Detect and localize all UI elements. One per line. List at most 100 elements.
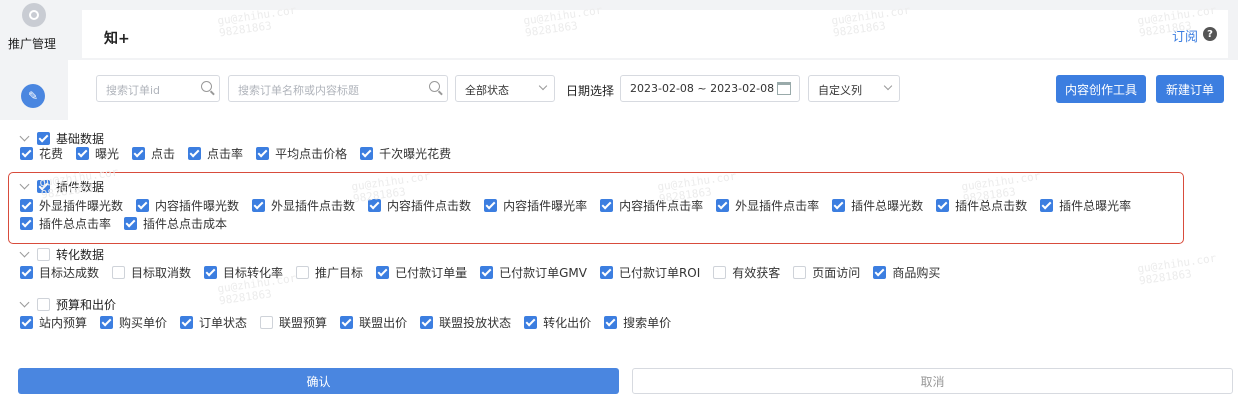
- column-checkbox-item[interactable]: 曝光: [76, 145, 119, 162]
- checkbox-icon[interactable]: [599, 266, 613, 279]
- order-id-search-input[interactable]: 搜索订单id: [96, 75, 220, 102]
- group-checkbox[interactable]: [37, 180, 50, 193]
- column-checkbox-item[interactable]: 目标达成数: [20, 264, 99, 281]
- chevron-down-icon[interactable]: [19, 297, 30, 308]
- checkbox-icon[interactable]: [604, 316, 618, 329]
- group-header[interactable]: 预算和出价: [18, 296, 116, 313]
- column-checkbox-item[interactable]: 外显插件点击率: [716, 197, 819, 214]
- help-icon[interactable]: ?: [1203, 27, 1217, 41]
- column-checkbox-item[interactable]: 平均点击价格: [256, 145, 347, 162]
- column-checkbox-item[interactable]: 已付款订单ROI: [599, 264, 700, 281]
- checkbox-icon[interactable]: [136, 199, 150, 212]
- column-checkbox-item[interactable]: 内容插件点击率: [600, 197, 703, 214]
- checkbox-icon[interactable]: [20, 316, 33, 329]
- column-checkbox-item[interactable]: 外显插件点击数: [252, 197, 355, 214]
- checkbox-icon[interactable]: [832, 199, 846, 212]
- column-checkbox-item[interactable]: 插件总点击数: [936, 197, 1027, 214]
- checkbox-icon[interactable]: [420, 316, 434, 329]
- column-checkbox-item[interactable]: 已付款订单GMV: [480, 264, 587, 281]
- checkbox-icon[interactable]: [296, 266, 310, 279]
- checkbox-icon[interactable]: [360, 147, 374, 160]
- date-range-picker[interactable]: 2023-02-08 ~ 2023-02-08: [620, 75, 800, 102]
- checkbox-icon[interactable]: [20, 199, 33, 212]
- checkbox-icon[interactable]: [368, 199, 382, 212]
- status-select[interactable]: 全部状态: [455, 75, 555, 102]
- column-checkbox-item[interactable]: 目标转化率: [204, 264, 283, 281]
- column-checkbox-item[interactable]: 联盟出价: [340, 314, 407, 331]
- checkbox-icon[interactable]: [20, 266, 33, 279]
- checkbox-icon[interactable]: [76, 147, 90, 160]
- group-checkbox[interactable]: [37, 298, 50, 311]
- checkbox-icon[interactable]: [112, 266, 126, 279]
- column-checkbox-item[interactable]: 内容插件曝光率: [484, 197, 587, 214]
- group-header[interactable]: 插件数据: [18, 178, 104, 195]
- group-header[interactable]: 转化数据: [18, 246, 104, 263]
- checkbox-icon[interactable]: [524, 316, 538, 329]
- checkbox-icon[interactable]: [340, 316, 354, 329]
- column-checkbox-item[interactable]: 有效获客: [713, 264, 780, 281]
- checkbox-icon[interactable]: [20, 147, 33, 160]
- column-checkbox-item[interactable]: 点击: [132, 145, 175, 162]
- column-checkbox-item[interactable]: 已付款订单量: [376, 264, 467, 281]
- cancel-button[interactable]: 取消: [632, 368, 1233, 394]
- column-checkbox-item[interactable]: 插件总曝光率: [1040, 197, 1131, 214]
- checkbox-icon[interactable]: [480, 266, 494, 279]
- chevron-down-icon[interactable]: [19, 247, 30, 258]
- column-checkbox-item[interactable]: 内容插件曝光数: [136, 197, 239, 214]
- column-checkbox-item[interactable]: 插件总点击率: [20, 215, 111, 232]
- column-checkbox-item[interactable]: 订单状态: [180, 314, 247, 331]
- confirm-button[interactable]: 确认: [18, 368, 619, 394]
- column-checkbox-item[interactable]: 目标取消数: [112, 264, 191, 281]
- checkbox-icon[interactable]: [180, 316, 194, 329]
- checkbox-icon[interactable]: [873, 266, 887, 279]
- checkbox-icon[interactable]: [204, 266, 218, 279]
- content-tool-button[interactable]: 内容创作工具: [1056, 75, 1146, 103]
- column-checkbox-item[interactable]: 外显插件曝光数: [20, 197, 123, 214]
- new-order-button[interactable]: 新建订单: [1156, 75, 1224, 103]
- checkbox-icon[interactable]: [100, 316, 114, 329]
- custom-columns-select[interactable]: 自定义列: [808, 75, 900, 102]
- chevron-down-icon[interactable]: [19, 131, 30, 142]
- group-checkbox[interactable]: [37, 132, 50, 145]
- subscribe-link[interactable]: 订阅: [1172, 30, 1199, 45]
- checkbox-icon[interactable]: [256, 147, 270, 160]
- column-checkbox-item[interactable]: 联盟预算: [260, 314, 327, 331]
- edit-icon[interactable]: ✎: [21, 84, 45, 108]
- search-icon[interactable]: [429, 81, 440, 92]
- column-checkbox-item[interactable]: 插件总点击成本: [124, 215, 227, 232]
- group-header[interactable]: 基础数据: [18, 130, 104, 147]
- checkbox-icon[interactable]: [793, 266, 807, 279]
- column-checkbox-item[interactable]: 千次曝光花费: [360, 145, 451, 162]
- checkbox-icon[interactable]: [1040, 199, 1054, 212]
- checkbox-icon[interactable]: [124, 217, 138, 230]
- search-icon[interactable]: [201, 81, 212, 92]
- column-checkbox-item[interactable]: 搜索单价: [604, 314, 671, 331]
- column-checkbox-item[interactable]: 花费: [20, 145, 63, 162]
- nav-item-promotion-management[interactable]: 推广管理: [8, 37, 57, 51]
- column-checkbox-item[interactable]: 购买单价: [100, 314, 167, 331]
- checkbox-icon[interactable]: [252, 199, 266, 212]
- column-checkbox-item[interactable]: 推广目标: [296, 264, 363, 281]
- chevron-down-icon[interactable]: [19, 179, 30, 190]
- checkbox-icon[interactable]: [188, 147, 202, 160]
- checkbox-icon[interactable]: [132, 147, 146, 160]
- checkbox-icon[interactable]: [260, 316, 274, 329]
- group-checkbox[interactable]: [37, 248, 50, 261]
- column-checkbox-item[interactable]: 内容插件点击数: [368, 197, 471, 214]
- order-name-search-input[interactable]: 搜索订单名称或内容标题: [228, 75, 448, 102]
- column-checkbox-item[interactable]: 转化出价: [524, 314, 591, 331]
- column-checkbox-item[interactable]: 联盟投放状态: [420, 314, 511, 331]
- checkbox-icon[interactable]: [713, 266, 727, 279]
- checkbox-icon[interactable]: [936, 199, 950, 212]
- column-checkbox-item[interactable]: 页面访问: [793, 264, 860, 281]
- column-checkbox-item[interactable]: 点击率: [188, 145, 243, 162]
- checkbox-icon[interactable]: [376, 266, 390, 279]
- checkbox-icon[interactable]: [484, 199, 498, 212]
- logo-icon[interactable]: [22, 3, 46, 27]
- checkbox-icon[interactable]: [600, 199, 614, 212]
- column-checkbox-item[interactable]: 插件总曝光数: [832, 197, 923, 214]
- checkbox-icon[interactable]: [20, 217, 33, 230]
- checkbox-icon[interactable]: [716, 199, 730, 212]
- calendar-icon[interactable]: [777, 82, 791, 95]
- column-checkbox-item[interactable]: 商品购买: [873, 264, 940, 281]
